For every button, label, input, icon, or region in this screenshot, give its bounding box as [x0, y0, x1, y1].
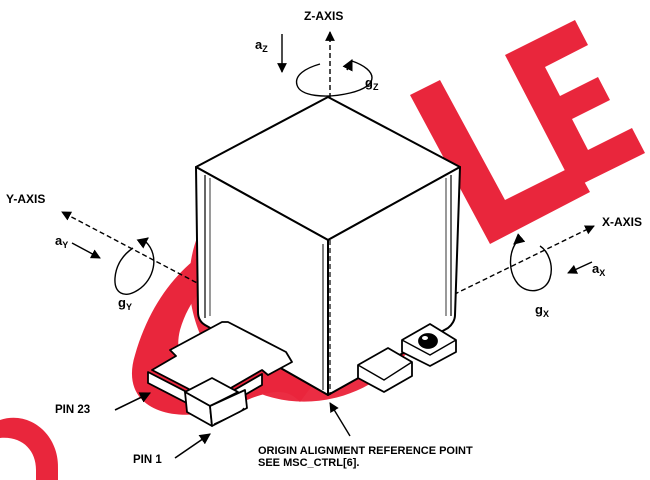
pin1-label: PIN 1: [133, 454, 162, 466]
origin-pointer: [329, 402, 351, 437]
x-axis-label: X-AXIS: [602, 215, 643, 229]
y-axis: [61, 211, 261, 317]
ax-label: aX: [592, 261, 606, 278]
origin-note-line2: SEE MSC_CTRL[6].: [258, 457, 360, 469]
origin-note: ORIGIN ALIGNMENT REFERENCE POINT SEE MSC…: [258, 445, 473, 469]
y-axis-label: Y-AXIS: [6, 192, 46, 206]
pin-arrows: [114, 392, 211, 459]
origin-note-line1: ORIGIN ALIGNMENT REFERENCE POINT: [258, 445, 473, 457]
pin23-label: PIN 23: [55, 404, 91, 416]
gx-label: gX: [535, 302, 549, 319]
ay-label: aY: [55, 233, 69, 250]
gy-label: gY: [118, 295, 132, 312]
z-axis-label: Z-AXIS: [304, 9, 344, 23]
flex-connector: [147, 321, 293, 427]
gz-label: gZ: [365, 75, 379, 92]
az-label: aZ: [255, 37, 268, 54]
right-connector: [357, 323, 457, 393]
